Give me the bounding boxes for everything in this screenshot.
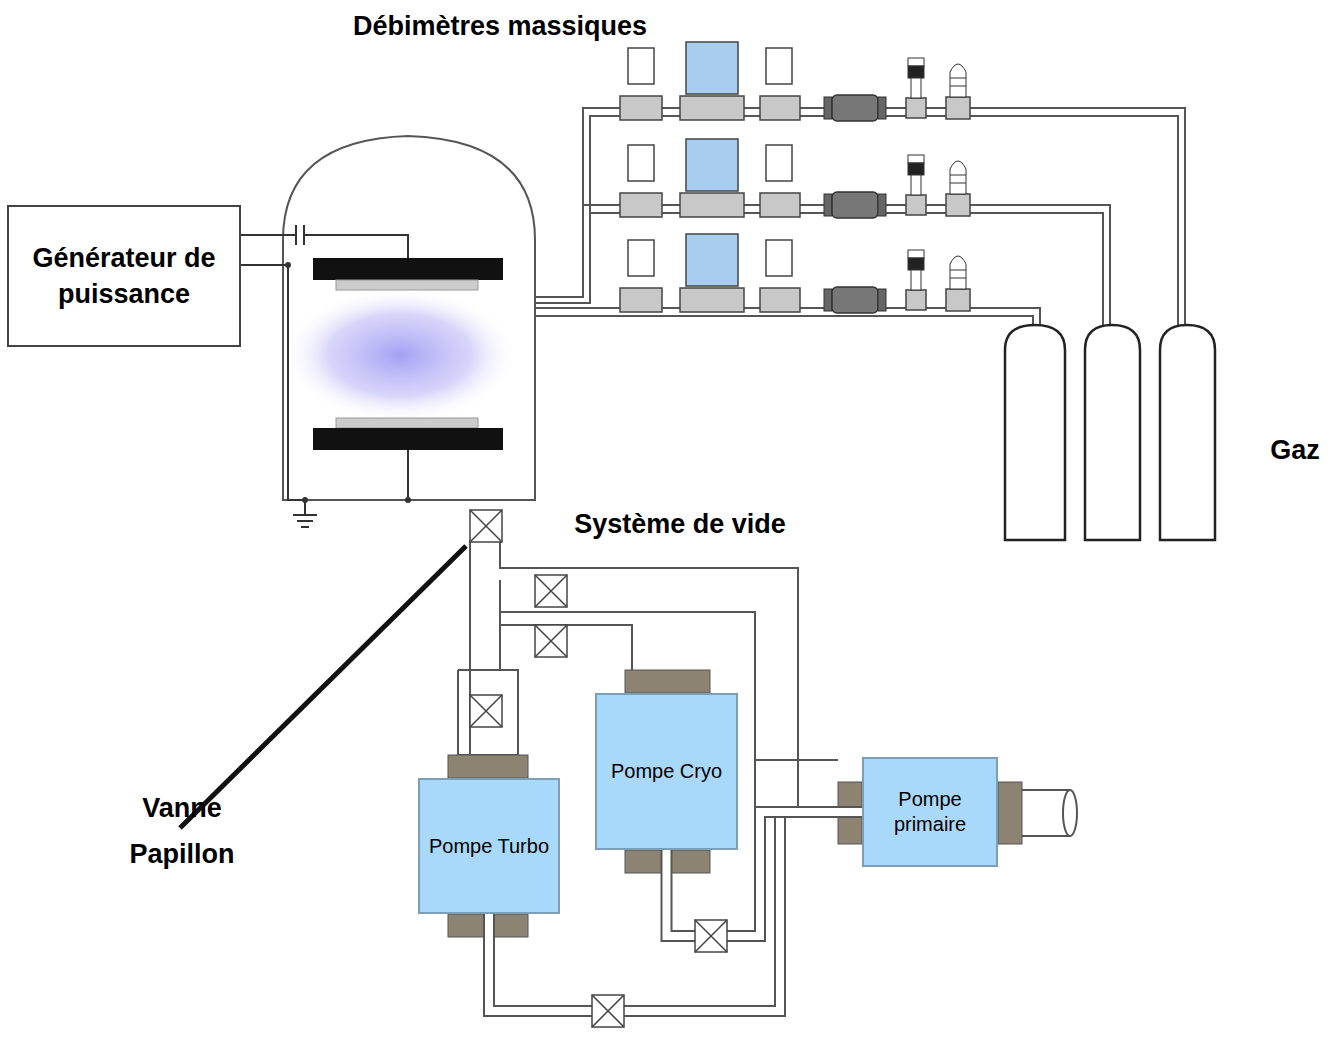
pump-box: Pompe Turbo	[418, 778, 560, 914]
text-label: Vanne Papillon	[117, 786, 247, 878]
pump-box: Pompe Cryo	[595, 693, 738, 850]
text-label: Système de vide	[574, 502, 786, 548]
node-label: Pompe Turbo	[429, 834, 549, 859]
node-label: Pompe Cryo	[611, 759, 722, 784]
node-label: Générateur de puissance	[15, 240, 233, 313]
mass-flow-row	[620, 234, 970, 313]
text-label: Débimètres massiques	[353, 4, 647, 50]
valve	[470, 695, 502, 727]
generator-box: Générateur de puissance	[7, 205, 241, 347]
valve	[592, 995, 624, 1027]
valve	[535, 575, 567, 607]
mass-flow-row	[620, 139, 970, 218]
pump-box: Pompe primaire	[862, 757, 998, 867]
text-label: Gaz	[1270, 428, 1320, 474]
mass-flow-row	[620, 42, 970, 121]
valve	[470, 510, 502, 542]
node-label: Pompe primaire	[870, 787, 990, 837]
valve	[695, 920, 727, 952]
valve	[535, 625, 567, 657]
